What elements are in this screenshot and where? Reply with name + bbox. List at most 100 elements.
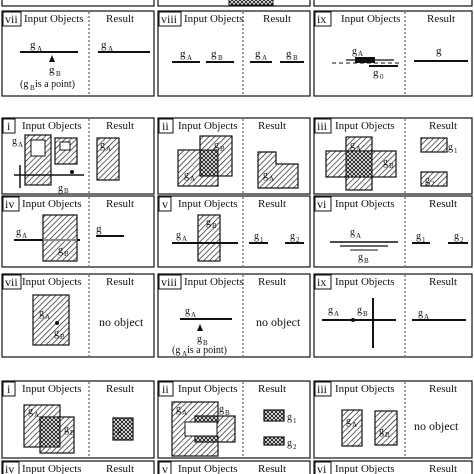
svg-text:2: 2 — [296, 236, 300, 244]
svg-text:Input Objects: Input Objects — [22, 120, 82, 132]
svg-text:g: g — [58, 245, 63, 256]
svg-text:A: A — [108, 45, 113, 53]
svg-text:A: A — [356, 232, 361, 240]
svg-text:g: g — [185, 306, 190, 317]
svg-text:g: g — [287, 438, 292, 449]
svg-text:B: B — [64, 187, 69, 195]
svg-text:iv: iv — [5, 197, 14, 211]
svg-text:2: 2 — [431, 180, 435, 188]
svg-text:Result: Result — [429, 276, 457, 288]
svg-text:g: g — [12, 136, 17, 147]
svg-text:Result: Result — [106, 383, 134, 395]
svg-text:A: A — [182, 409, 187, 417]
svg-text:g: g — [96, 223, 102, 235]
svg-text:g: g — [254, 231, 259, 242]
svg-text:B: B — [363, 310, 368, 318]
svg-text:2: 2 — [293, 443, 297, 451]
svg-text:g: g — [184, 170, 189, 181]
svg-text:A: A — [334, 310, 339, 318]
svg-text:g: g — [379, 426, 384, 437]
svg-text:g: g — [64, 424, 69, 435]
panel-bottom — [1, 380, 473, 474]
svg-text:g: g — [206, 217, 211, 228]
svg-text:g: g — [373, 67, 379, 79]
svg-text:Input Objects: Input Objects — [335, 120, 395, 132]
svg-text:A: A — [34, 411, 39, 419]
svg-text:g: g — [30, 39, 36, 51]
svg-text:2: 2 — [460, 236, 464, 244]
svg-text:A: A — [182, 235, 187, 243]
roman-numeral: vii — [5, 12, 18, 26]
svg-text:g: g — [219, 404, 224, 415]
svg-text:g: g — [416, 231, 421, 242]
svg-text:g: g — [176, 230, 181, 241]
svg-text:g: g — [28, 406, 33, 417]
svg-text:g: g — [100, 140, 105, 151]
svg-text:g: g — [454, 231, 459, 242]
svg-text:B: B — [293, 54, 298, 62]
svg-text:1: 1 — [260, 236, 264, 244]
svg-text:g: g — [448, 142, 453, 153]
svg-text:Result: Result — [258, 383, 286, 395]
cell-header-row-b: i Input Objects Result ii Input Objects … — [2, 118, 457, 193]
svg-text:A: A — [106, 145, 111, 153]
svg-text:g: g — [350, 227, 355, 238]
svg-text:g: g — [286, 48, 292, 60]
svg-text:B: B — [225, 409, 230, 417]
svg-text:g: g — [328, 305, 333, 316]
svg-text:A: A — [37, 45, 42, 53]
roman-numeral: viii — [161, 12, 178, 26]
no-object-text: no object — [99, 315, 144, 329]
svg-text:B: B — [385, 431, 390, 439]
svg-text:g: g — [358, 252, 363, 263]
svg-text:g: g — [425, 175, 430, 186]
panel-top — [1, 0, 473, 97]
svg-text:Input Objects: Input Objects — [335, 463, 395, 474]
svg-text:g: g — [357, 305, 362, 316]
svg-text:g: g — [255, 48, 261, 60]
svg-text:A: A — [191, 311, 196, 319]
svg-text:g: g — [58, 183, 63, 194]
svg-text:g: g — [346, 416, 351, 427]
cell-header-row-f: iv Input Objects Result v Input Objects … — [2, 461, 457, 474]
svg-text:Result: Result — [106, 463, 134, 474]
svg-text:B: B — [364, 257, 369, 265]
svg-text:Result: Result — [258, 120, 286, 132]
svg-text:g: g — [16, 227, 21, 238]
svg-text:A: A — [45, 313, 50, 321]
result-header: Result — [263, 13, 291, 25]
svg-text:Input Objects: Input Objects — [22, 463, 82, 474]
input-objects-header: Input Objects — [341, 13, 401, 25]
svg-text:g: g — [117, 425, 122, 436]
roman-numeral: ix — [317, 12, 326, 26]
svg-text:Input Objects: Input Objects — [178, 120, 238, 132]
svg-text:B: B — [60, 333, 65, 341]
svg-text:g: g — [197, 334, 202, 345]
svg-text:1: 1 — [422, 236, 426, 244]
svg-text:0: 0 — [380, 73, 384, 81]
result-header: Result — [427, 13, 455, 25]
cell-header-row-a: vii Input Objects Result viii Input Obje… — [2, 11, 455, 95]
svg-text:B: B — [389, 162, 394, 170]
cell-header-row-d: vii Input Objects Result viii Input Obje… — [2, 274, 457, 356]
svg-text:g: g — [101, 39, 107, 51]
svg-text:Result: Result — [106, 120, 134, 132]
svg-text:Result: Result — [429, 463, 457, 474]
svg-text:g: g — [54, 328, 59, 339]
svg-text:iii: iii — [317, 119, 328, 133]
svg-text:ii: ii — [162, 119, 169, 133]
svg-text:ix: ix — [317, 275, 326, 289]
svg-text:Input Objects: Input Objects — [184, 276, 244, 288]
svg-text:A: A — [352, 421, 357, 429]
svg-text:(g: (g — [20, 79, 28, 90]
